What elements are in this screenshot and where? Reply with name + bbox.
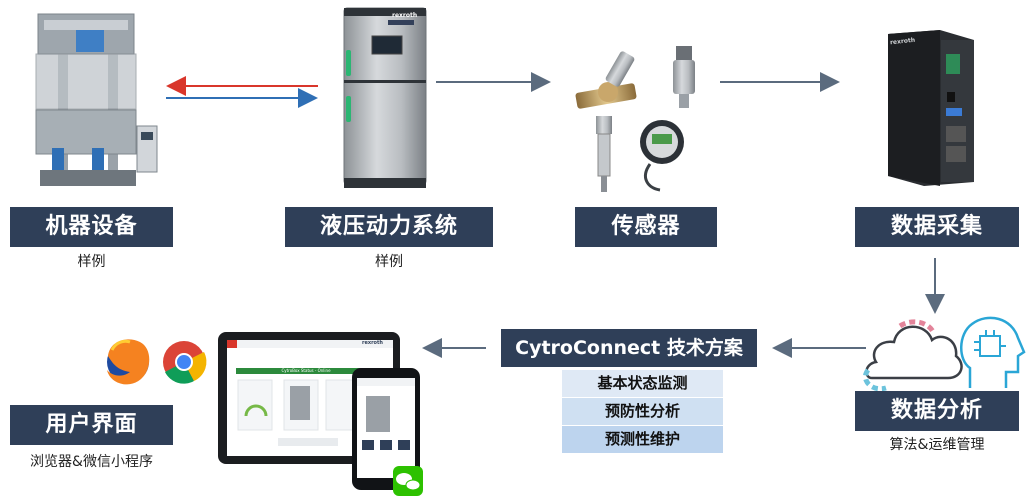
feature-preventive-analysis: 预防性分析	[562, 398, 723, 425]
feature-basic-monitoring: 基本状态监测	[562, 370, 723, 397]
machine-equipment-image	[35, 13, 158, 186]
node-machine-sub: 样例	[77, 254, 106, 270]
solution-title: CytroConnect 技术方案	[501, 329, 757, 367]
firefox-icon	[107, 339, 150, 385]
wechat-icon	[393, 466, 423, 496]
tablet-mockup	[218, 332, 400, 464]
data-acquisition-device-image	[888, 30, 974, 186]
node-hydraulic-title: 液压动力系统	[285, 207, 493, 247]
ai-head-icon	[960, 316, 1026, 388]
node-hydraulic-sub: 样例	[375, 254, 403, 270]
node-machine-title: 机器设备	[10, 207, 173, 247]
node-ui-title: 用户界面	[10, 405, 173, 445]
tablet-brand-label: rexroth	[362, 340, 383, 346]
node-analysis-sub: 算法&运维管理	[889, 437, 985, 453]
chrome-icon	[163, 341, 207, 384]
node-ui-sub: 浏览器&微信小程序	[30, 454, 153, 470]
feature-predictive-maintenance: 预测性维护	[562, 426, 723, 453]
phone-mockup	[352, 368, 420, 490]
hpu-brand-label: rexroth	[392, 12, 418, 19]
sensors-image	[575, 46, 695, 192]
node-sensor-title: 传感器	[575, 207, 717, 247]
node-analysis-title: 数据分析	[855, 391, 1019, 431]
node-acquisition-title: 数据采集	[855, 207, 1019, 247]
cloud-icon	[862, 319, 963, 392]
tablet-status-header: CytroBox Status - Online	[281, 368, 331, 373]
hydraulic-power-unit-image	[343, 7, 427, 188]
